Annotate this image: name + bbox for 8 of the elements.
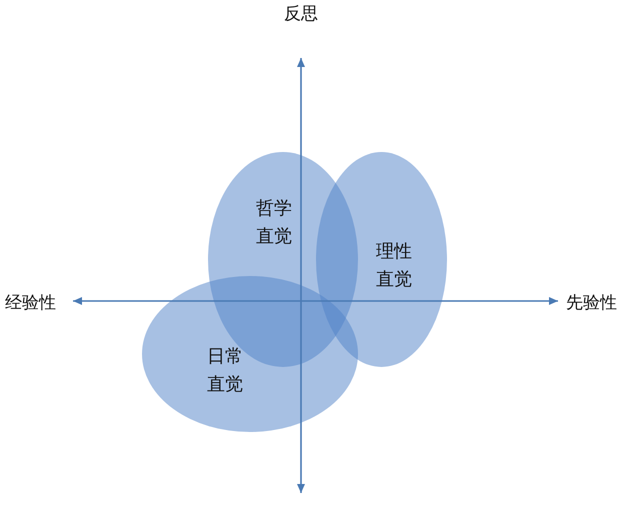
ellipse-region: [142, 276, 358, 432]
region-label: 日常直觉: [207, 345, 244, 397]
axis-label: 反思: [284, 4, 318, 24]
region-label: 理性直觉: [376, 240, 413, 292]
axis-label: 先验性: [566, 293, 617, 313]
axis-label: 经验性: [5, 293, 56, 313]
ellipse-region: [316, 152, 447, 367]
region-label: 哲学直觉: [256, 197, 293, 249]
